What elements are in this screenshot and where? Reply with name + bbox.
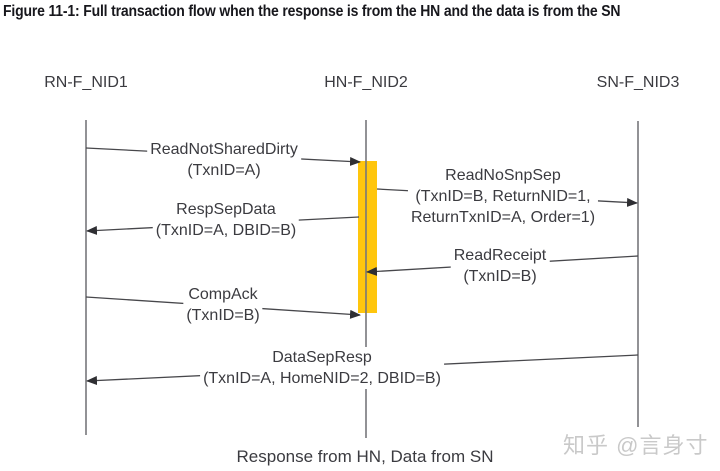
message-name: ReadNotSharedDirty	[150, 141, 298, 158]
message-label-datasepresp: DataSepResp (TxnID=A, HomeNID=2, DBID=B)	[200, 347, 444, 389]
message-params: (TxnID=B)	[463, 268, 537, 285]
message-name: CompAck	[188, 286, 258, 303]
hn-activation-bar	[358, 161, 377, 313]
message-label-readnotshareddirty: ReadNotSharedDirty (TxnID=A)	[147, 139, 301, 181]
message-name: ReadReceipt	[453, 247, 547, 264]
message-params: (TxnID=A)	[187, 162, 261, 179]
figure-title: Figure 11-1: Full transaction flow when …	[3, 3, 621, 20]
message-params: (TxnID=A, HomeNID=2, DBID=B)	[203, 370, 441, 387]
message-label-readreceipt: ReadReceipt (TxnID=B)	[450, 245, 550, 287]
message-params: ReturnTxnID=A, Order=1)	[410, 209, 596, 226]
diagram-caption: Response from HN, Data from SN	[236, 447, 494, 466]
message-params: (TxnID=B)	[186, 307, 260, 324]
lifeline-header-hn: HN-F_NID2	[324, 74, 408, 91]
message-label-readnosnpsep: ReadNoSnpSep (TxnID=B, ReturnNID=1, Retu…	[407, 165, 599, 228]
message-name: DataSepResp	[272, 349, 372, 366]
lifeline-header-rn: RN-F_NID1	[44, 74, 128, 91]
message-params: (TxnID=B, ReturnNID=1,	[415, 188, 591, 205]
message-name: RespSepData	[176, 201, 276, 218]
message-label-compack: CompAck (TxnID=B)	[183, 284, 263, 326]
message-name: ReadNoSnpSep	[445, 167, 561, 184]
zhihu-watermark: 知乎 @言身寸	[563, 433, 709, 458]
lifeline-header-sn: SN-F_NID3	[596, 74, 680, 91]
message-params: (TxnID=A, DBID=B)	[155, 222, 297, 239]
message-label-respsepdata: RespSepData (TxnID=A, DBID=B)	[152, 199, 300, 241]
